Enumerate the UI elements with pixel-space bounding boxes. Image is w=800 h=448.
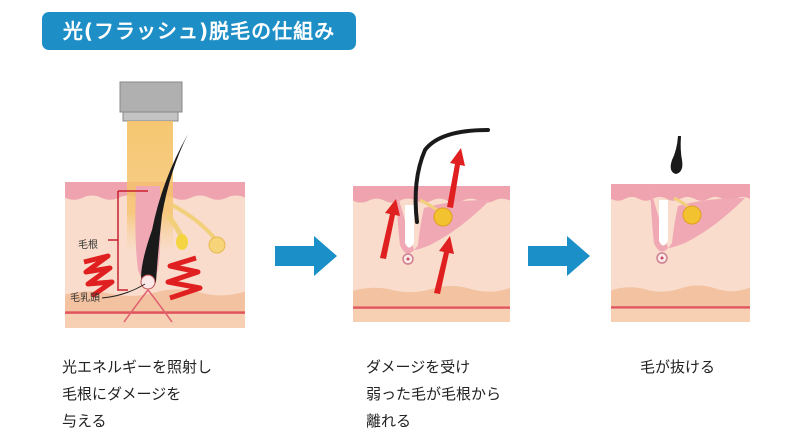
hair <box>413 128 490 224</box>
damage-arrows <box>380 148 465 294</box>
caption-line: ダメージを受け <box>366 358 471 376</box>
dermal-papilla <box>140 274 156 290</box>
sebaceous-gland <box>682 205 702 225</box>
sebaceous-gland <box>208 236 226 254</box>
caption-line: 与える <box>62 412 107 430</box>
hair-root-bracket <box>108 190 148 291</box>
flash-device <box>119 81 183 122</box>
sebaceous-gland <box>176 234 188 250</box>
label-hair-root: 毛根 <box>78 238 98 251</box>
damage-zigzag <box>83 253 115 299</box>
caption-line: 離れる <box>366 412 412 430</box>
sebaceous-gland <box>433 207 453 227</box>
caption-step-1: 光エネルギーを照射し 毛根にダメージを 与える <box>62 354 212 435</box>
title-banner: 光(フラッシュ)脱毛の仕組み <box>42 12 356 50</box>
up-arrow-icon <box>380 199 400 259</box>
caption-line: 毛根にダメージを <box>62 385 182 403</box>
next-arrow-icon <box>275 236 337 276</box>
caption-line: 毛が抜ける <box>640 358 716 376</box>
caption-line: 光エネルギーを照射し <box>62 358 213 376</box>
next-arrow-icon <box>528 236 590 276</box>
label-dermal-papilla: 毛乳頭 <box>70 291 100 304</box>
panel-light-irradiation: 毛根 毛乳頭 <box>65 81 245 328</box>
caption-step-3: 毛が抜ける <box>640 354 715 381</box>
hair <box>141 134 188 288</box>
panel-hair-removed <box>611 136 750 322</box>
caption-step-2: ダメージを受け 弱った毛が毛根から 離れる <box>366 354 501 435</box>
title-text: 光(フラッシュ)脱毛の仕組み <box>62 19 336 43</box>
caption-line: 弱った毛が毛根から <box>366 385 502 403</box>
up-arrow-icon <box>447 148 465 208</box>
panel-hair-weakened <box>353 128 510 322</box>
removed-hair <box>670 136 683 174</box>
damage-zigzag <box>165 255 203 301</box>
up-arrow-icon <box>434 236 454 294</box>
